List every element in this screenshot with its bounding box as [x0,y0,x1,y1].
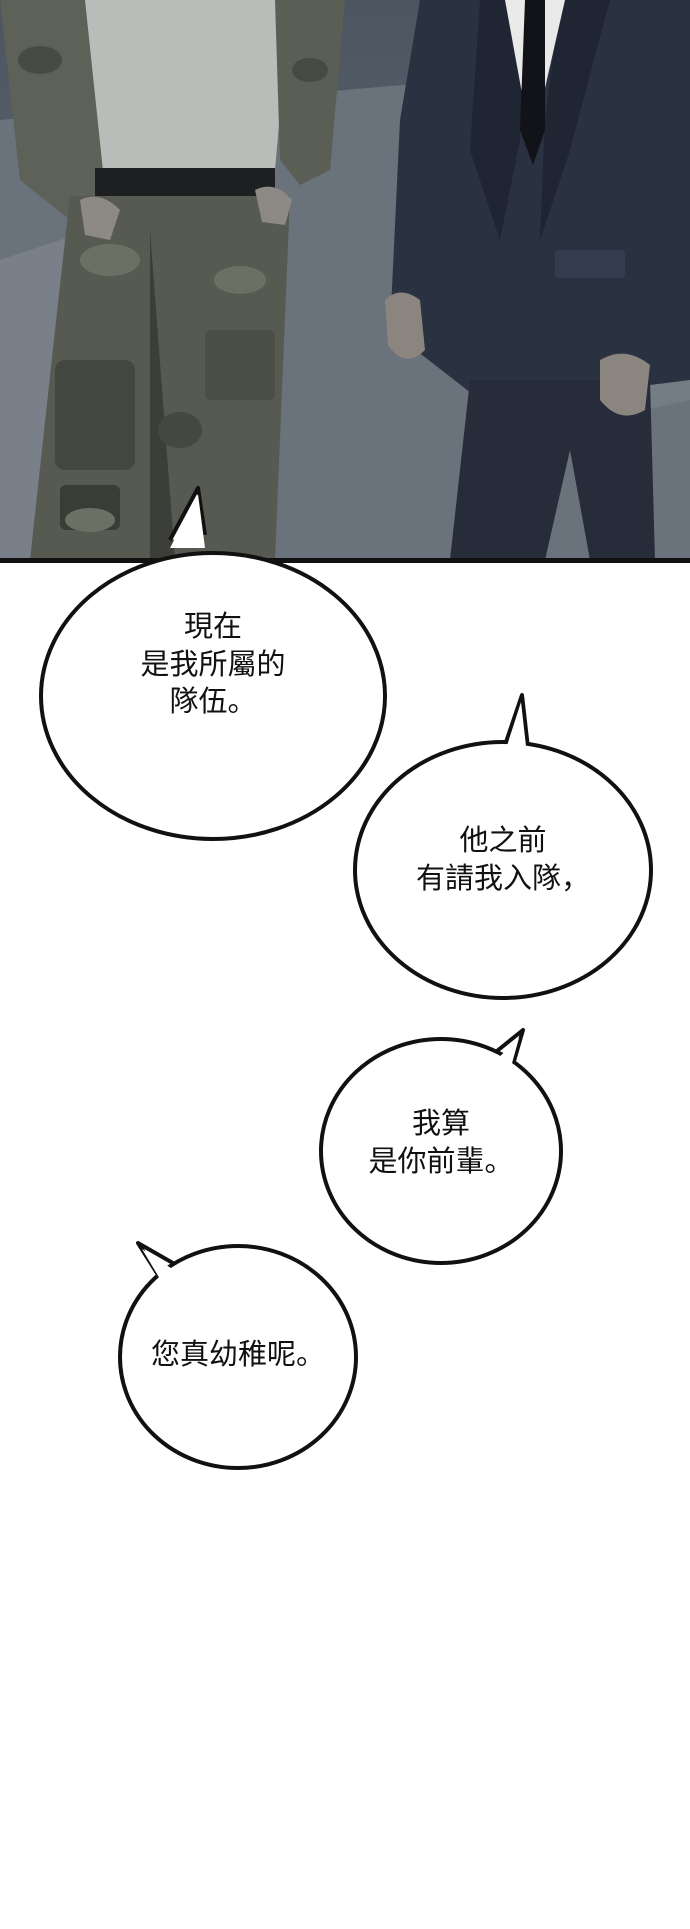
suit-figure [385,0,690,560]
panel-illustration [0,0,690,562]
speech-bubble-3-text: 我算 是你前輩。 [368,1106,514,1178]
speech-bubble-1-text: 現在 是我所屬的 隊伍。 [140,609,286,719]
speech-bubble-4-text: 您真幼稚呢。 [150,1337,325,1371]
speech-bubble-4 [118,1241,358,1470]
speech-bubble-2-text: 他之前 有請我入隊， [415,823,590,895]
panel-border [0,558,690,563]
speech-bubble-2 [353,693,653,1000]
speech-bubble-3 [319,1028,563,1265]
soldier-figure [0,0,345,560]
comic-panel [0,0,690,562]
speech-bubble-1 [39,486,387,841]
